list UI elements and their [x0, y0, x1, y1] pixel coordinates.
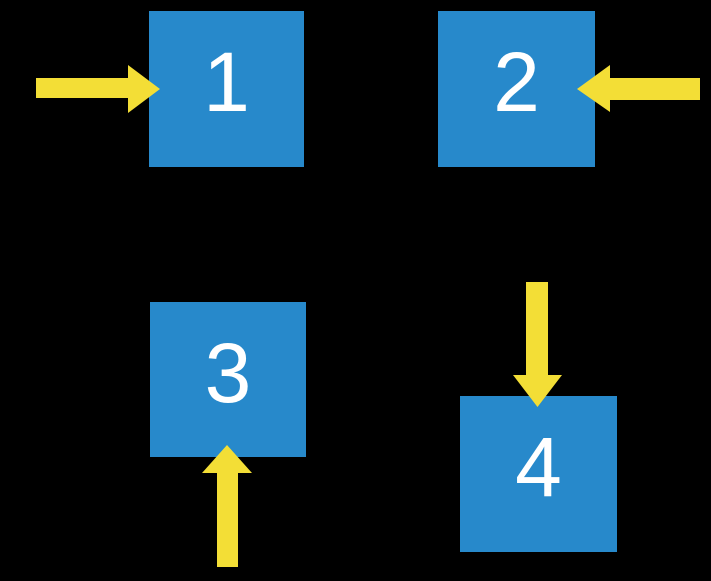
box-1: 1 — [149, 11, 304, 167]
box-2-label: 2 — [493, 35, 540, 129]
box-4-label: 4 — [515, 420, 562, 514]
arrow-left-icon — [577, 65, 700, 112]
box-3: 3 — [150, 302, 306, 457]
box-2: 2 — [438, 11, 595, 167]
box-4: 4 — [460, 396, 617, 552]
arrow-right-icon — [36, 65, 160, 113]
arrow-up-icon — [202, 445, 252, 567]
box-1-label: 1 — [203, 35, 250, 129]
box-3-label: 3 — [204, 325, 252, 420]
arrow-down-icon — [513, 282, 562, 407]
